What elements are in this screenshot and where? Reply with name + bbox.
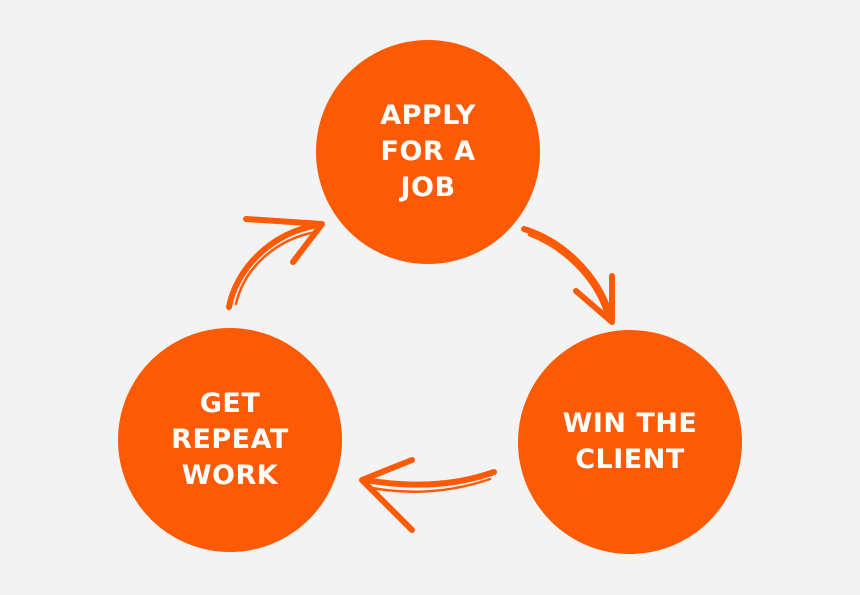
node-apply-line-3: JOB (400, 172, 456, 203)
node-apply-for-a-job: APPLY FOR A JOB (316, 40, 540, 264)
arrow-win-to-get (359, 457, 497, 533)
node-apply-line-1: APPLY (380, 100, 476, 131)
node-get-label: GET REPEAT WORK (171, 386, 289, 494)
node-get-repeat-work: GET REPEAT WORK (118, 328, 342, 552)
node-apply-line-2: FOR A (380, 136, 476, 167)
node-win-the-client: WIN THE CLIENT (518, 330, 742, 554)
node-win-line-1: WIN THE (562, 408, 698, 439)
node-win-label: WIN THE CLIENT (563, 406, 698, 478)
arrow-get-to-apply (226, 216, 325, 310)
node-get-line-1: GET (199, 388, 261, 419)
node-get-line-2: REPEAT (171, 424, 289, 455)
node-get-line-3: WORK (181, 460, 279, 491)
arrow-apply-to-win (521, 226, 615, 325)
node-win-line-2: CLIENT (575, 444, 685, 475)
node-apply-label: APPLY FOR A JOB (380, 98, 476, 206)
